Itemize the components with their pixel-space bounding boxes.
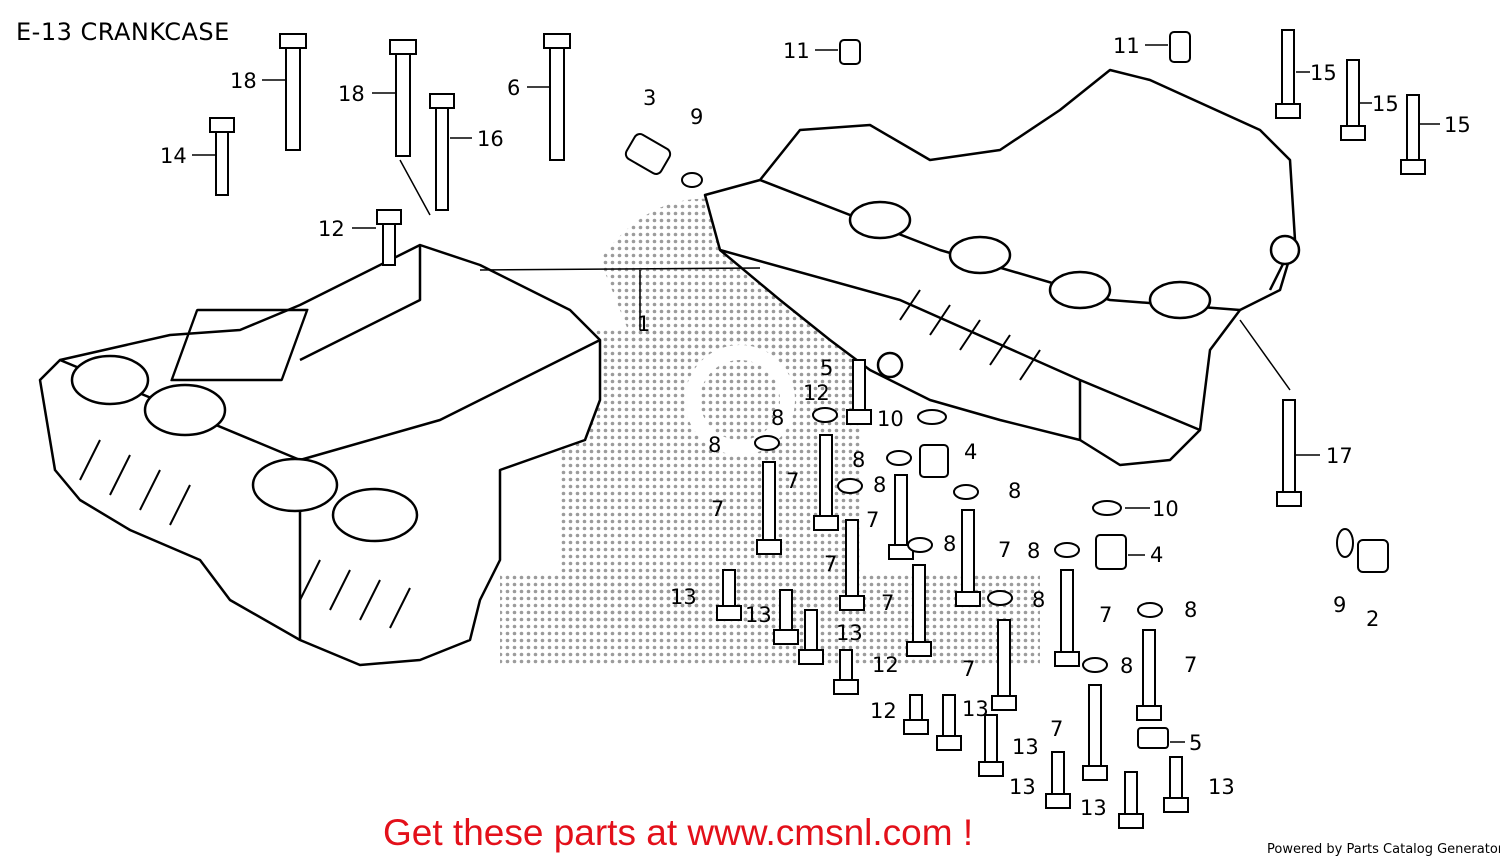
callout-label: 4	[964, 440, 977, 464]
callout-label: 13	[1080, 796, 1107, 820]
lower-crankcase	[703, 68, 1301, 467]
callout-label: 14	[160, 144, 187, 168]
cta-link[interactable]: Get these parts at www.cmsnl.com !	[383, 812, 974, 853]
callout-label: 7	[1050, 717, 1063, 741]
callout-label: 16	[477, 127, 504, 151]
callout-label: 7	[962, 657, 975, 681]
callout-labels: 18 18 6 3 9 11 11 15 15 15 14 16 12 1 5 …	[160, 34, 1471, 820]
callout-label: 12	[803, 381, 830, 405]
callout-label: 10	[877, 407, 904, 431]
callout-label: 11	[1113, 34, 1140, 58]
callout-label: 15	[1372, 92, 1399, 116]
callout-label: 7	[881, 591, 894, 615]
callout-label: 9	[1333, 593, 1346, 617]
callout-label: 15	[1310, 61, 1337, 85]
callout-label: 7	[1184, 653, 1197, 677]
callout-label: 12	[870, 699, 897, 723]
callout-label: 7	[998, 538, 1011, 562]
callout-label: 8	[1032, 588, 1045, 612]
watermark-logo	[500, 198, 1040, 665]
leader-lines	[192, 44, 1440, 743]
callout-label: 7	[711, 497, 724, 521]
callout-label: 13	[1009, 775, 1036, 799]
callout-label: 8	[1120, 654, 1133, 678]
callout-label: 12	[318, 217, 345, 241]
callout-label: 7	[866, 508, 879, 532]
callout-label: 13	[836, 621, 863, 645]
callout-label: 8	[1184, 598, 1197, 622]
fasteners	[209, 29, 1426, 829]
callout-label: 13	[670, 585, 697, 609]
callout-label: 17	[1326, 444, 1353, 468]
callout-label: 13	[745, 603, 772, 627]
callout-label: 6	[507, 76, 520, 100]
callout-label: 13	[1012, 735, 1039, 759]
callout-label: 13	[1208, 775, 1235, 799]
callout-label: 5	[820, 356, 833, 380]
upper-crankcase	[38, 243, 602, 667]
callout-label: 3	[643, 86, 656, 110]
reference-lines	[399, 159, 1291, 391]
callout-label: 18	[230, 69, 257, 93]
callout-label: 8	[852, 448, 865, 472]
callout-label: 5	[1189, 731, 1202, 755]
callout-label: 7	[824, 552, 837, 576]
callout-label: 8	[771, 406, 784, 430]
page-title: E-13 CRANKCASE	[16, 18, 230, 46]
callout-label: 11	[783, 39, 810, 63]
callout-label: 8	[1027, 539, 1040, 563]
callout-label: 10	[1152, 497, 1179, 521]
callout-label: 9	[690, 105, 703, 129]
callout-label: 1	[637, 312, 650, 336]
callout-label: 8	[943, 532, 956, 556]
callout-label: 8	[708, 433, 721, 457]
callout-label: 7	[786, 469, 799, 493]
powered-by-text: Powered by Parts Catalog Generator	[1267, 842, 1500, 857]
callout-label: 13	[962, 697, 989, 721]
callout-label: 8	[873, 473, 886, 497]
callout-label: 8	[1008, 479, 1021, 503]
callout-label: 4	[1150, 543, 1163, 567]
callout-label: 18	[338, 82, 365, 106]
callout-label: 15	[1444, 113, 1471, 137]
callout-label: 12	[872, 653, 899, 677]
callout-label: 2	[1366, 607, 1379, 631]
callout-label: 7	[1099, 603, 1112, 627]
